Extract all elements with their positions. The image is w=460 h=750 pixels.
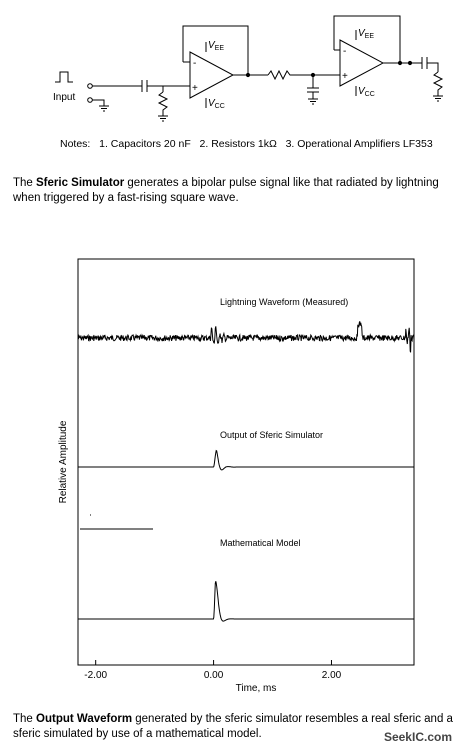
notes-line: Notes: 1. Capacitors 20 nF 2. Resistors … <box>60 138 433 150</box>
caption-bold-term: Sferic Simulator <box>36 177 125 189</box>
series-line-1 <box>77 321 415 353</box>
ground-icon <box>99 105 109 112</box>
note-capacitors: 1. Capacitors 20 nF <box>99 138 191 150</box>
waveform-caption: The Output Waveform generated by the sfe… <box>13 713 453 740</box>
resistor-1 <box>157 91 169 116</box>
plot-frame <box>77 258 415 666</box>
notes-prefix: Notes: <box>60 138 91 150</box>
watermark-logo: SeekIC.com <box>383 730 452 744</box>
plus-sign-1: + <box>192 83 198 94</box>
vcc-label-1: VCC <box>208 98 225 110</box>
capacitor-2 <box>307 87 319 93</box>
x-tick-label: 2.00 <box>322 670 342 681</box>
resistor-2 <box>267 69 340 81</box>
op-amp-1 <box>189 51 235 99</box>
series-annotation-1: Lightning Waveform (Measured) <box>220 297 348 307</box>
resistor-3 <box>432 71 444 96</box>
note-op-amps: 3. Operational Amplifiers LF353 <box>285 138 433 150</box>
vee-label-1: VEE <box>208 40 224 52</box>
series-annotation-2: Output of Sferic Simulator <box>220 430 323 440</box>
series-annotation-3: Mathematical Model <box>220 538 301 548</box>
capacitor-1 <box>141 80 148 92</box>
circuit-diagram: Input - + - + VEE VCC VEE VCC <box>53 15 444 122</box>
note-resistors: 2. Resistors 1kΩ <box>199 138 277 150</box>
minus-sign-1: - <box>193 58 196 69</box>
x-tick-label: -2.00 <box>84 670 107 681</box>
series-line-2 <box>78 449 414 471</box>
plus-sign-2: + <box>342 71 348 82</box>
y-axis-label: Relative Amplitude <box>58 420 69 503</box>
x-axis-label: Time, ms <box>236 683 277 694</box>
op-amp-2 <box>339 39 385 87</box>
circuit-caption: The Sferic Simulator generates a bipolar… <box>13 177 439 204</box>
capacitor-3 <box>421 57 428 69</box>
caption-bold-term: Output Waveform <box>36 713 133 725</box>
square-pulse-icon <box>55 71 73 83</box>
ground-terminal <box>87 97 93 103</box>
x-tick-label: 0.00 <box>204 670 224 681</box>
minus-sign-2: - <box>343 46 346 57</box>
vee-label-2: VEE <box>358 28 374 40</box>
series-line-3 <box>78 581 414 622</box>
vcc-label-2: VCC <box>358 86 375 98</box>
input-label: Input <box>53 92 75 103</box>
input-terminal <box>87 83 93 89</box>
